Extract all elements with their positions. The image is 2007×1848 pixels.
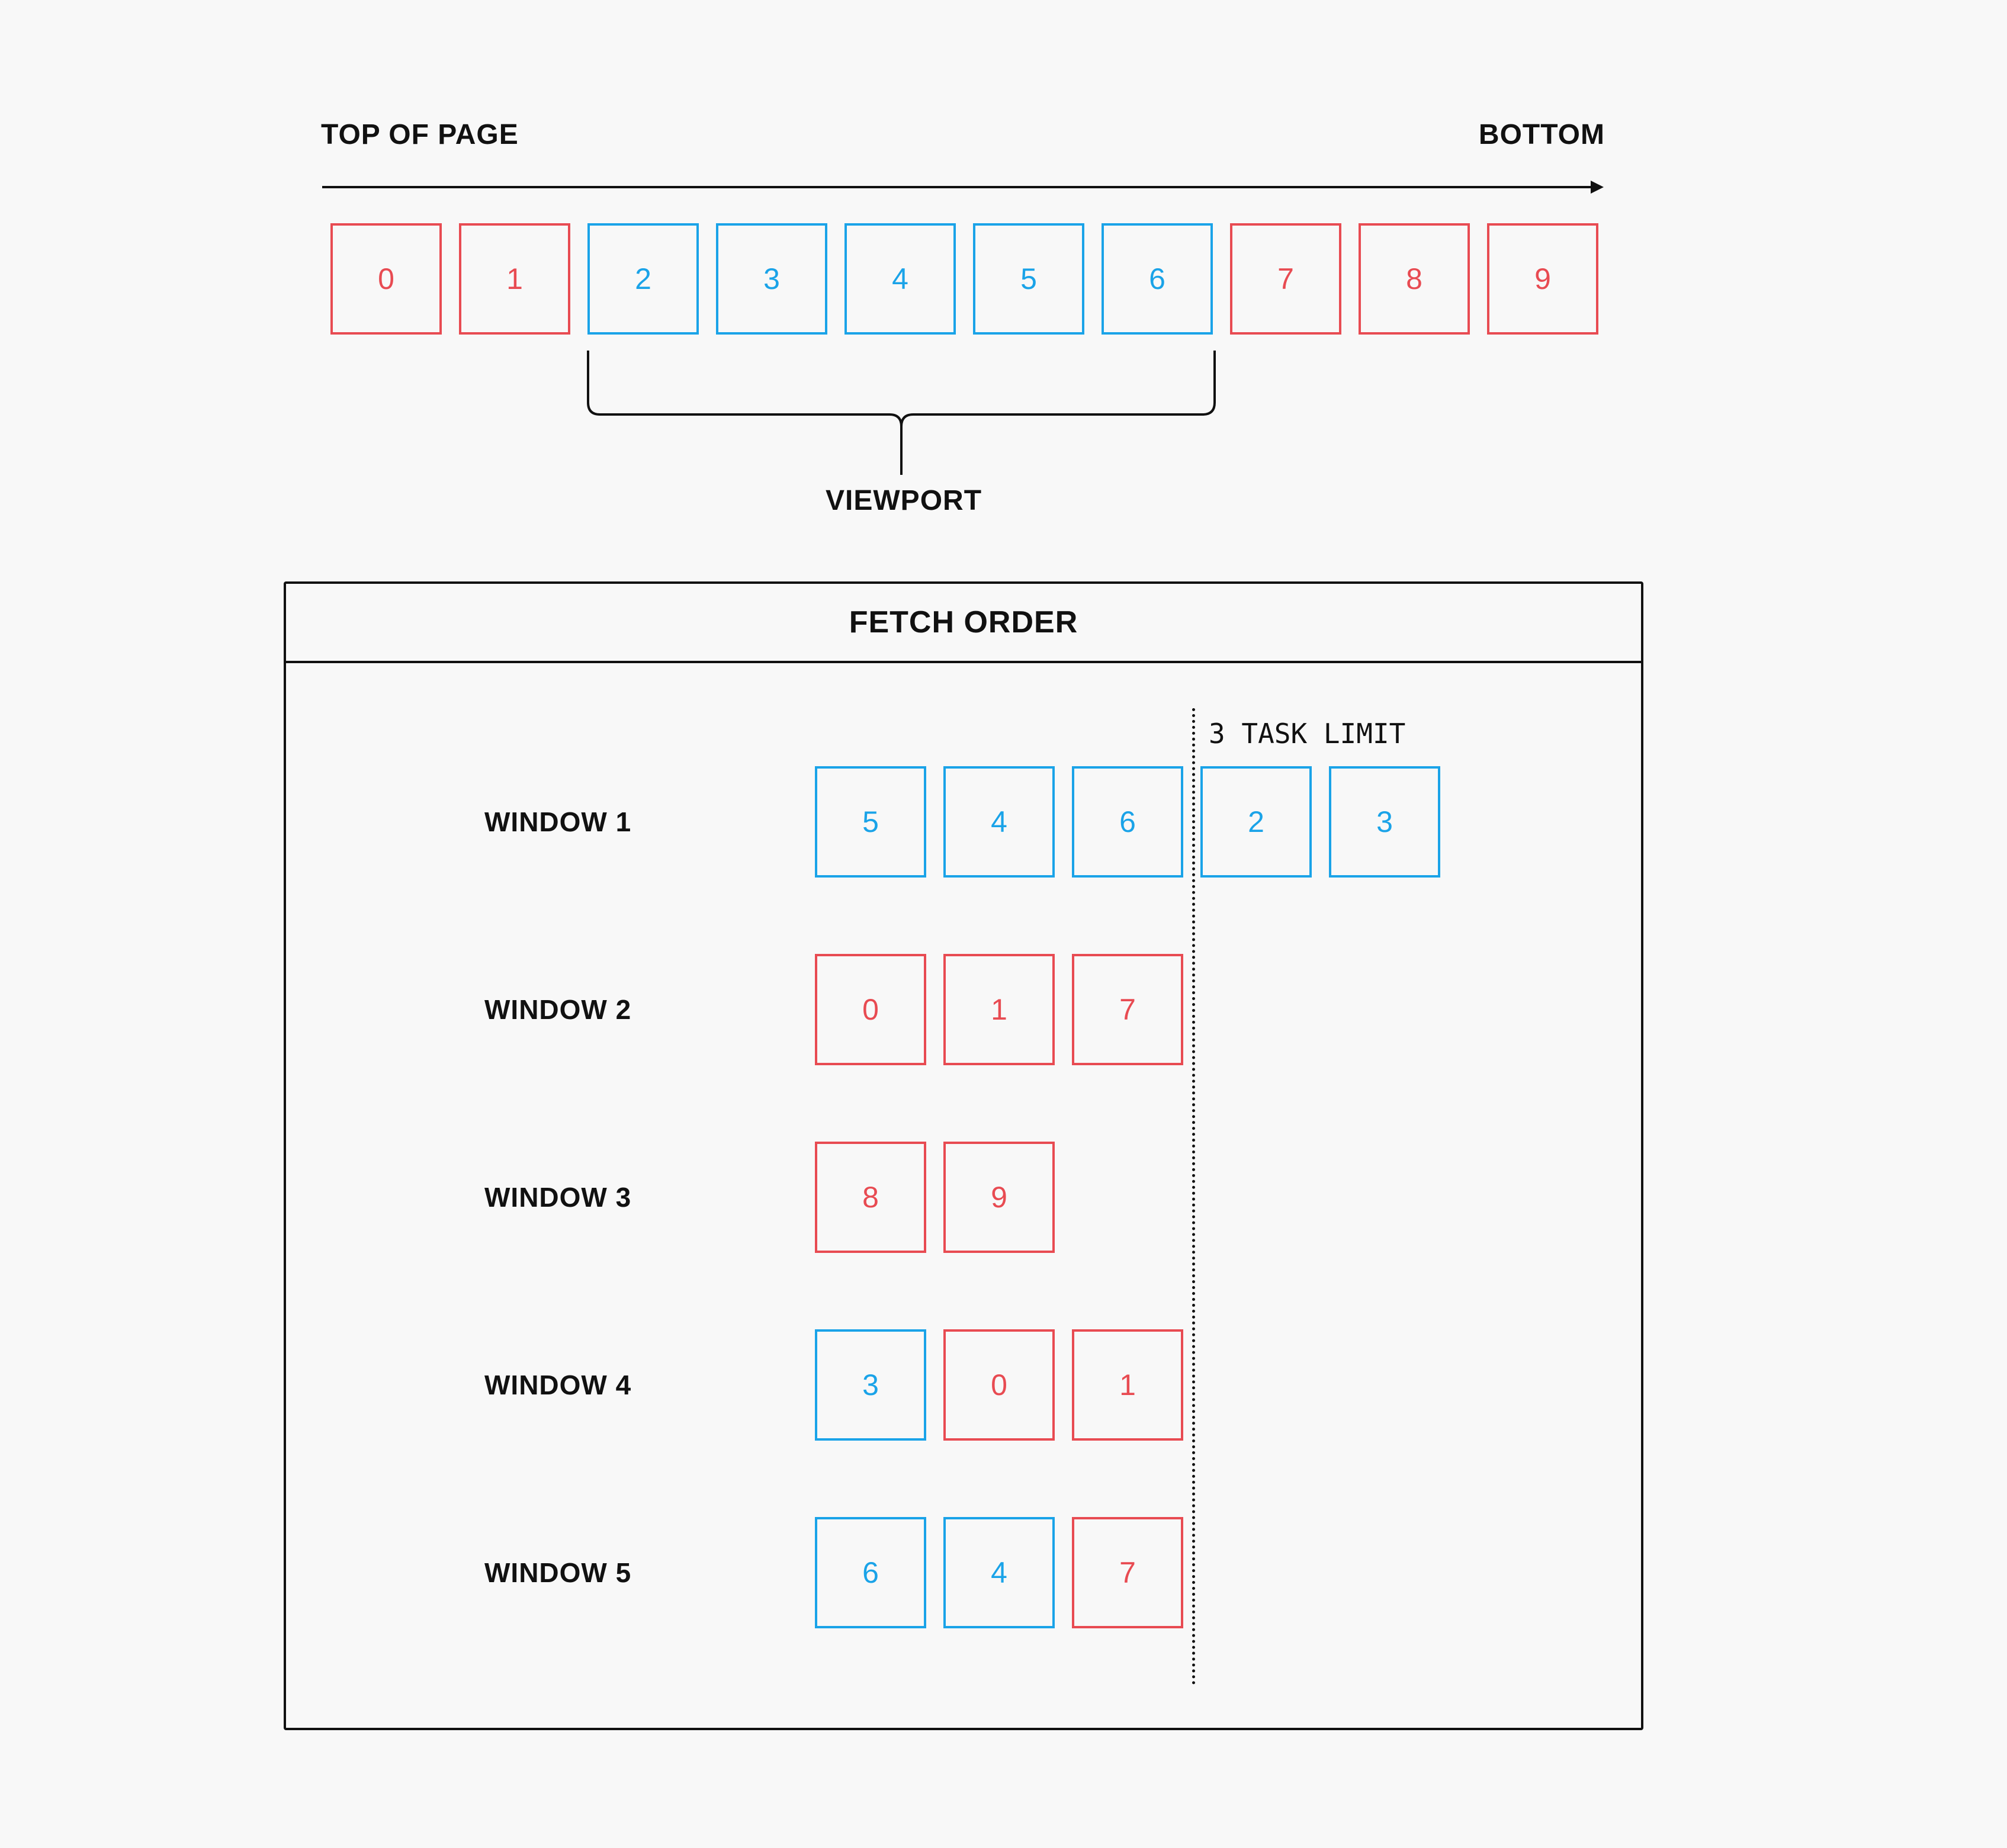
axis-end-label: BOTTOM bbox=[1478, 119, 1605, 150]
window-label-3: WINDOW 3 bbox=[484, 1182, 632, 1213]
viewport-label: VIEWPORT bbox=[826, 485, 982, 516]
window-label-4: WINDOW 4 bbox=[484, 1370, 632, 1400]
window-2-item-0: 0 bbox=[815, 954, 926, 1065]
page-item-4: 4 bbox=[844, 223, 956, 335]
axis-diagram bbox=[322, 181, 1604, 475]
window-1-item-5: 5 bbox=[815, 766, 926, 878]
window-4-item-3: 3 bbox=[815, 1329, 926, 1441]
window-1-item-3: 3 bbox=[1329, 766, 1440, 878]
axis-start-label: TOP OF PAGE bbox=[321, 119, 519, 150]
window-2-item-1: 1 bbox=[943, 954, 1055, 1065]
page-item-5: 5 bbox=[973, 223, 1084, 335]
page-axis-arrowhead bbox=[1591, 181, 1604, 194]
window-1-item-6: 6 bbox=[1072, 766, 1183, 878]
window-4-item-1: 1 bbox=[1072, 1329, 1183, 1441]
window-1-item-2: 2 bbox=[1200, 766, 1312, 878]
window-1-item-4: 4 bbox=[943, 766, 1055, 878]
window-label-5: WINDOW 5 bbox=[484, 1557, 632, 1588]
page-item-1: 1 bbox=[459, 223, 570, 335]
page-item-3: 3 bbox=[716, 223, 827, 335]
page-item-0: 0 bbox=[330, 223, 442, 335]
page-item-8: 8 bbox=[1359, 223, 1470, 335]
fetch-order-title: FETCH ORDER bbox=[286, 584, 1641, 663]
fetch-order-panel: FETCH ORDER bbox=[284, 581, 1643, 1730]
window-5-item-6: 6 bbox=[815, 1517, 926, 1628]
page-item-6: 6 bbox=[1102, 223, 1213, 335]
window-label-1: WINDOW 1 bbox=[484, 806, 632, 837]
page-item-2: 2 bbox=[587, 223, 699, 335]
viewport-brace bbox=[587, 351, 1216, 475]
window-2-item-7: 7 bbox=[1072, 954, 1183, 1065]
window-5-item-7: 7 bbox=[1072, 1517, 1183, 1628]
task-limit-divider bbox=[1192, 708, 1195, 1685]
window-5-item-4: 4 bbox=[943, 1517, 1055, 1628]
window-3-item-8: 8 bbox=[815, 1142, 926, 1253]
page-item-7: 7 bbox=[1230, 223, 1341, 335]
window-4-item-0: 0 bbox=[943, 1329, 1055, 1441]
window-3-item-9: 9 bbox=[943, 1142, 1055, 1253]
window-label-2: WINDOW 2 bbox=[484, 994, 632, 1025]
page-item-9: 9 bbox=[1487, 223, 1598, 335]
task-limit-label: 3 TASK LIMIT bbox=[1209, 718, 1406, 750]
